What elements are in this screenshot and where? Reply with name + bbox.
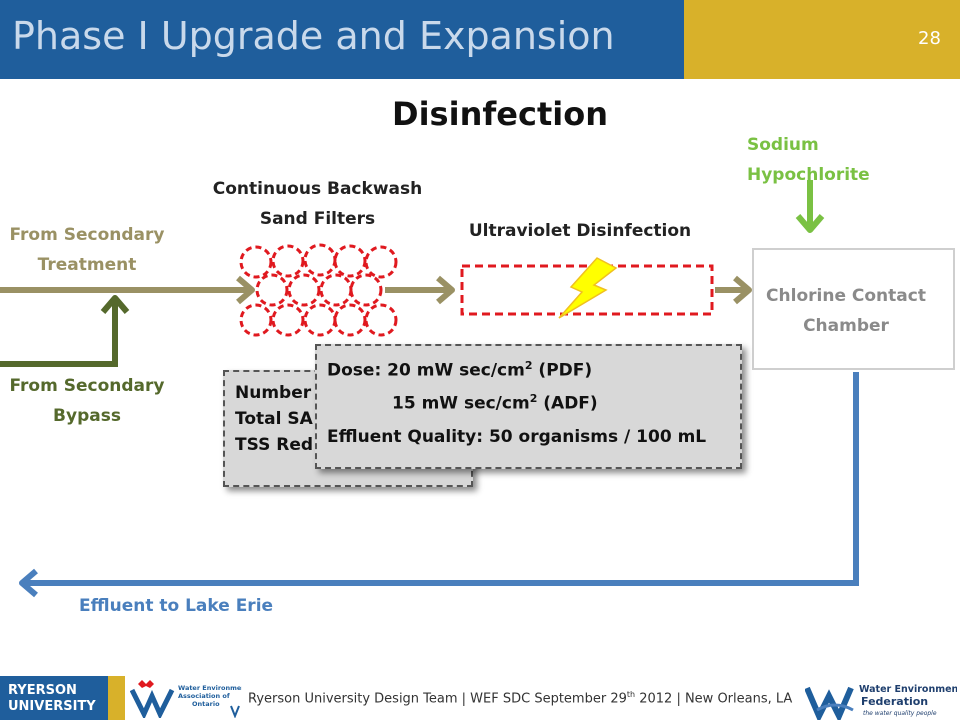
hypochlorite-arrowhead bbox=[795, 214, 825, 233]
filter-circle bbox=[271, 303, 305, 337]
footer-gold-strip bbox=[108, 676, 125, 720]
filter-circle bbox=[255, 273, 289, 307]
effluent-arrowhead bbox=[19, 568, 38, 598]
effluent-quality-line: Effluent Quality: 50 organisms / 100 mL bbox=[327, 427, 707, 448]
svg-text:Association of: Association of bbox=[178, 692, 230, 700]
filter-circle bbox=[303, 303, 337, 337]
filter-circle bbox=[364, 245, 398, 279]
sand-filter-circles bbox=[239, 243, 398, 337]
svg-text:the water quality people: the water quality people bbox=[863, 710, 937, 717]
lightning-bolt-icon bbox=[558, 257, 618, 319]
card-line: TSS Red bbox=[235, 435, 314, 455]
main-title: Disinfection bbox=[392, 95, 608, 133]
filter-circle bbox=[239, 245, 273, 279]
uv-info-card: Dose: 20 mW sec/cm2 (PDF) 15 mW sec/cm2 … bbox=[315, 344, 742, 469]
svg-text:Ontario: Ontario bbox=[192, 700, 220, 708]
chlorine-contact-chamber bbox=[752, 248, 955, 370]
svg-text:Water Environment: Water Environment bbox=[859, 684, 957, 695]
ryerson-logo: RYERSON UNIVERSITY bbox=[0, 676, 108, 720]
filter-circle bbox=[303, 243, 337, 277]
chamber-label: Chlorine Contact Chamber bbox=[766, 286, 926, 336]
bypass-line bbox=[0, 300, 118, 367]
slide-title: Phase I Upgrade and Expansion bbox=[12, 14, 615, 58]
flow-arrowhead-uv bbox=[436, 275, 455, 305]
uv-reactor bbox=[460, 264, 714, 316]
uv-disinfection-label: Ultraviolet Disinfection bbox=[468, 221, 692, 241]
filter-circle bbox=[349, 273, 383, 307]
footer-text: Ryerson University Design Team | WEF SDC… bbox=[248, 690, 793, 707]
filter-circle bbox=[333, 303, 367, 337]
effluent-label: Effluent to Lake Erie bbox=[79, 596, 274, 616]
filter-circle bbox=[239, 303, 273, 337]
svg-text:Water Environment: Water Environment bbox=[178, 684, 242, 692]
filter-circle bbox=[287, 273, 321, 307]
dose-adf-line: 15 mW sec/cm2 (ADF) bbox=[392, 391, 598, 414]
sodium-hypochlorite-label: Sodium Hypochlorite bbox=[747, 135, 870, 185]
page-number: 28 bbox=[918, 28, 941, 49]
effluent-line bbox=[26, 372, 859, 586]
filter-circle bbox=[333, 244, 367, 278]
flow-arrowhead-filters bbox=[236, 275, 255, 305]
card-line: Total SA bbox=[235, 409, 313, 429]
filter-circle bbox=[364, 303, 398, 337]
filter-circle bbox=[319, 273, 353, 307]
wef-logo: Water Environment Federation the water q… bbox=[805, 684, 957, 720]
header-accent bbox=[684, 0, 960, 79]
sand-filters-label: Continuous Backwash Sand Filters bbox=[212, 179, 423, 229]
svg-text:Federation: Federation bbox=[861, 695, 928, 708]
weao-logo: Water Environment Association of Ontario bbox=[130, 680, 242, 718]
bypass-arrowhead bbox=[100, 295, 130, 314]
card-line: Number bbox=[235, 383, 312, 403]
dose-pdf-line: Dose: 20 mW sec/cm2 (PDF) bbox=[327, 359, 593, 381]
header-bar bbox=[0, 0, 684, 79]
filter-circle bbox=[271, 244, 305, 278]
from-secondary-bypass-label: From Secondary Bypass bbox=[9, 376, 165, 426]
from-secondary-treatment-label: From Secondary Treatment bbox=[9, 225, 165, 275]
flow-arrowhead-chamber bbox=[733, 275, 752, 305]
